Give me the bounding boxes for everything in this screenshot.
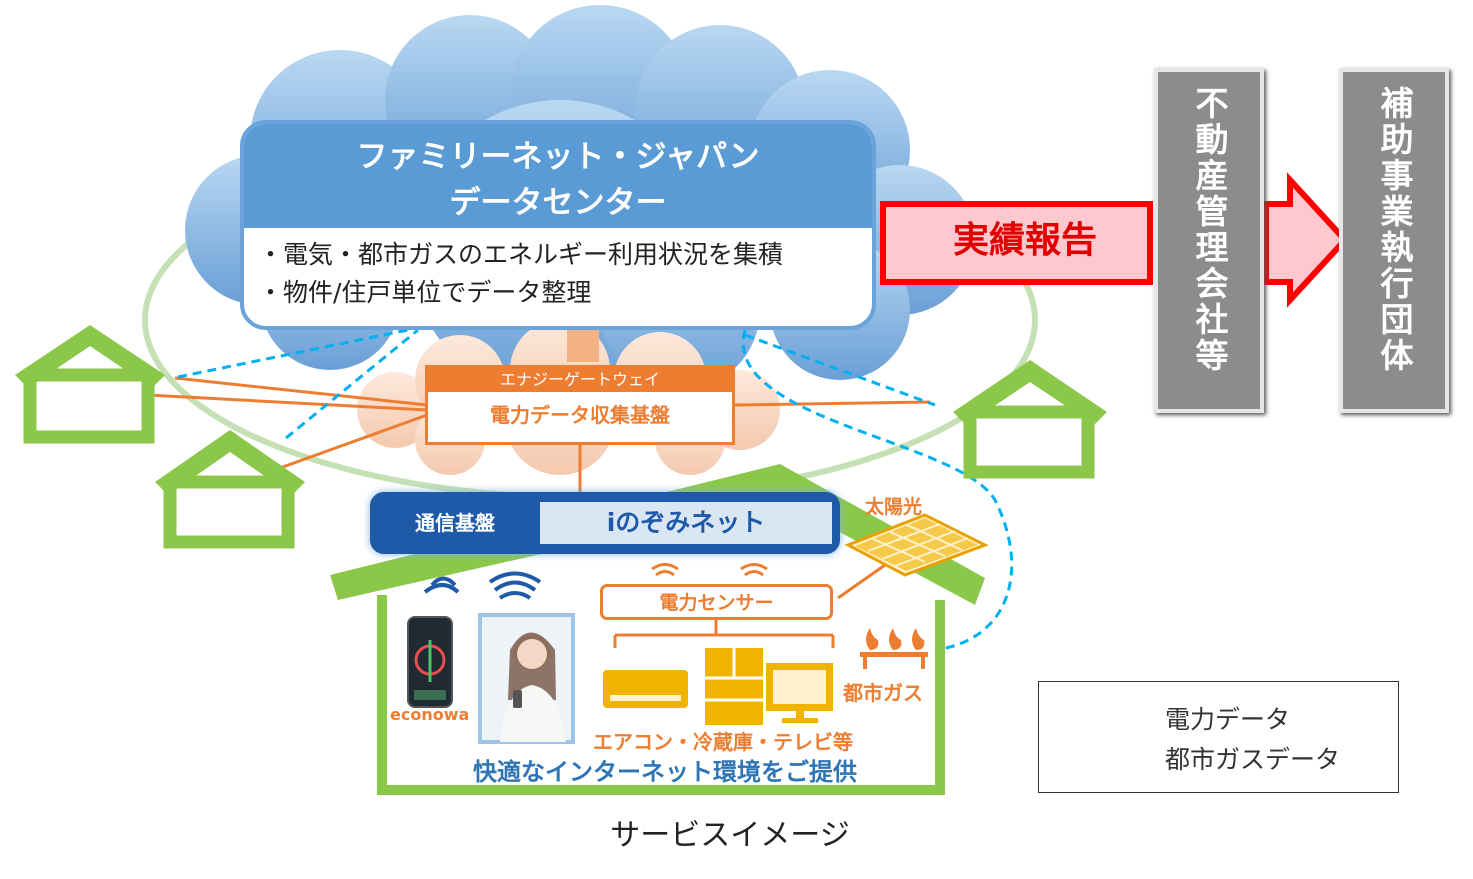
property-management-label: 不動産管理会社等 bbox=[1190, 86, 1229, 374]
power-lines bbox=[147, 376, 931, 648]
diagram-caption: サービスイメージ bbox=[610, 818, 850, 853]
gas-flame-icon bbox=[860, 628, 928, 669]
tv-icon bbox=[766, 663, 833, 723]
internet-service-text: 快適なインターネット環境をご提供 bbox=[473, 758, 857, 786]
network-name: iのぞみネット bbox=[540, 502, 832, 544]
comm-platform-label: 通信基盤 bbox=[415, 511, 495, 535]
data-center-bullet-2: ・物件/住戸単位でデータ整理 bbox=[258, 278, 592, 307]
smartphone-icon bbox=[407, 616, 453, 708]
energy-gateway-label: 電力データ収集基盤 bbox=[490, 403, 670, 427]
subsidy-organization-label: 補助事業執行団体 bbox=[1375, 86, 1414, 374]
person-photo bbox=[478, 613, 575, 744]
legend-item-power: 電力データ bbox=[1039, 700, 1398, 740]
power-sensor-box: 電力センサー bbox=[600, 584, 833, 620]
air-conditioner-icon bbox=[603, 670, 688, 708]
refrigerator-icon bbox=[705, 648, 763, 725]
data-center-body: ・電気・都市ガスのエネルギー利用状況を集積 ・物件/住戸単位でデータ整理 bbox=[244, 228, 872, 312]
legend-item-gas: 都市ガスデータ bbox=[1039, 740, 1398, 780]
report-arrow bbox=[880, 172, 1350, 308]
house-icon-right bbox=[953, 360, 1107, 479]
wifi-icon-orange bbox=[651, 563, 768, 577]
appliances-label: エアコン・冷蔵庫・テレビ等 bbox=[593, 730, 853, 754]
report-label: 実績報告 bbox=[952, 220, 1097, 261]
house-icon-left-top bbox=[15, 325, 165, 444]
econowa-label: econowa bbox=[390, 705, 470, 724]
property-management-box: 不動産管理会社等 bbox=[1154, 68, 1264, 413]
data-center-box: ファミリーネット・ジャパン データセンター ・電気・都市ガスのエネルギー利用状況… bbox=[240, 120, 876, 330]
solar-panel-icon bbox=[844, 513, 989, 577]
legend-gas-label: 都市ガスデータ bbox=[1165, 745, 1341, 774]
comm-platform-box: 通信基盤 iのぞみネット bbox=[370, 492, 840, 554]
energy-gateway-header: エナジーゲートウェイ bbox=[428, 368, 732, 392]
data-center-title-line1: ファミリーネット・ジャパン bbox=[356, 139, 760, 175]
legend: 電力データ 都市ガスデータ bbox=[1038, 681, 1399, 793]
gas-lines bbox=[177, 328, 1014, 652]
solar-label: 太陽光 bbox=[865, 496, 923, 518]
data-center-header: ファミリーネット・ジャパン データセンター bbox=[244, 124, 872, 228]
wifi-icon-blue bbox=[423, 571, 542, 600]
data-center-bullet-1: ・電気・都市ガスのエネルギー利用状況を集積 bbox=[258, 240, 784, 269]
energy-gateway-box: エナジーゲートウェイ 電力データ収集基盤 bbox=[425, 365, 735, 445]
legend-power-label: 電力データ bbox=[1165, 705, 1291, 734]
city-gas-label: 都市ガス bbox=[843, 681, 923, 705]
subsidy-organization-box: 補助事業執行団体 bbox=[1339, 68, 1449, 413]
house-icon-left-bottom bbox=[155, 430, 305, 549]
data-center-title-line2: データセンター bbox=[449, 185, 667, 221]
